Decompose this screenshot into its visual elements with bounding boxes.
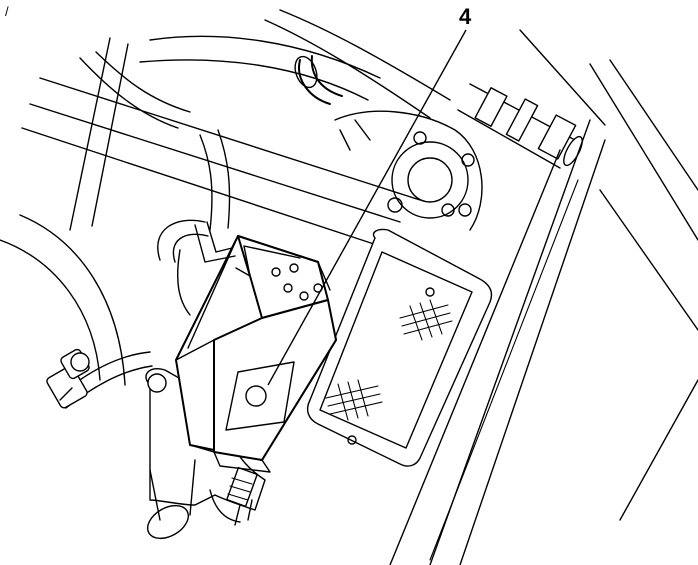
mounting-flange <box>334 110 483 231</box>
box-bracket <box>177 221 236 316</box>
cover-plate <box>306 228 493 467</box>
wire-connector <box>46 348 153 409</box>
hatch-pattern-lower <box>325 379 383 421</box>
right-tube-fittings <box>457 83 583 169</box>
body-panel <box>389 29 698 565</box>
hatch-pattern-upper <box>399 299 453 341</box>
corner-mark: / <box>5 4 9 19</box>
main-valve-box <box>175 235 337 473</box>
background-hoses <box>0 9 451 386</box>
hose-clamp <box>294 55 343 105</box>
callout-4-label: 4 <box>459 4 472 29</box>
callout-4-leader-line <box>267 29 467 386</box>
callout-4: 4 <box>267 4 472 386</box>
